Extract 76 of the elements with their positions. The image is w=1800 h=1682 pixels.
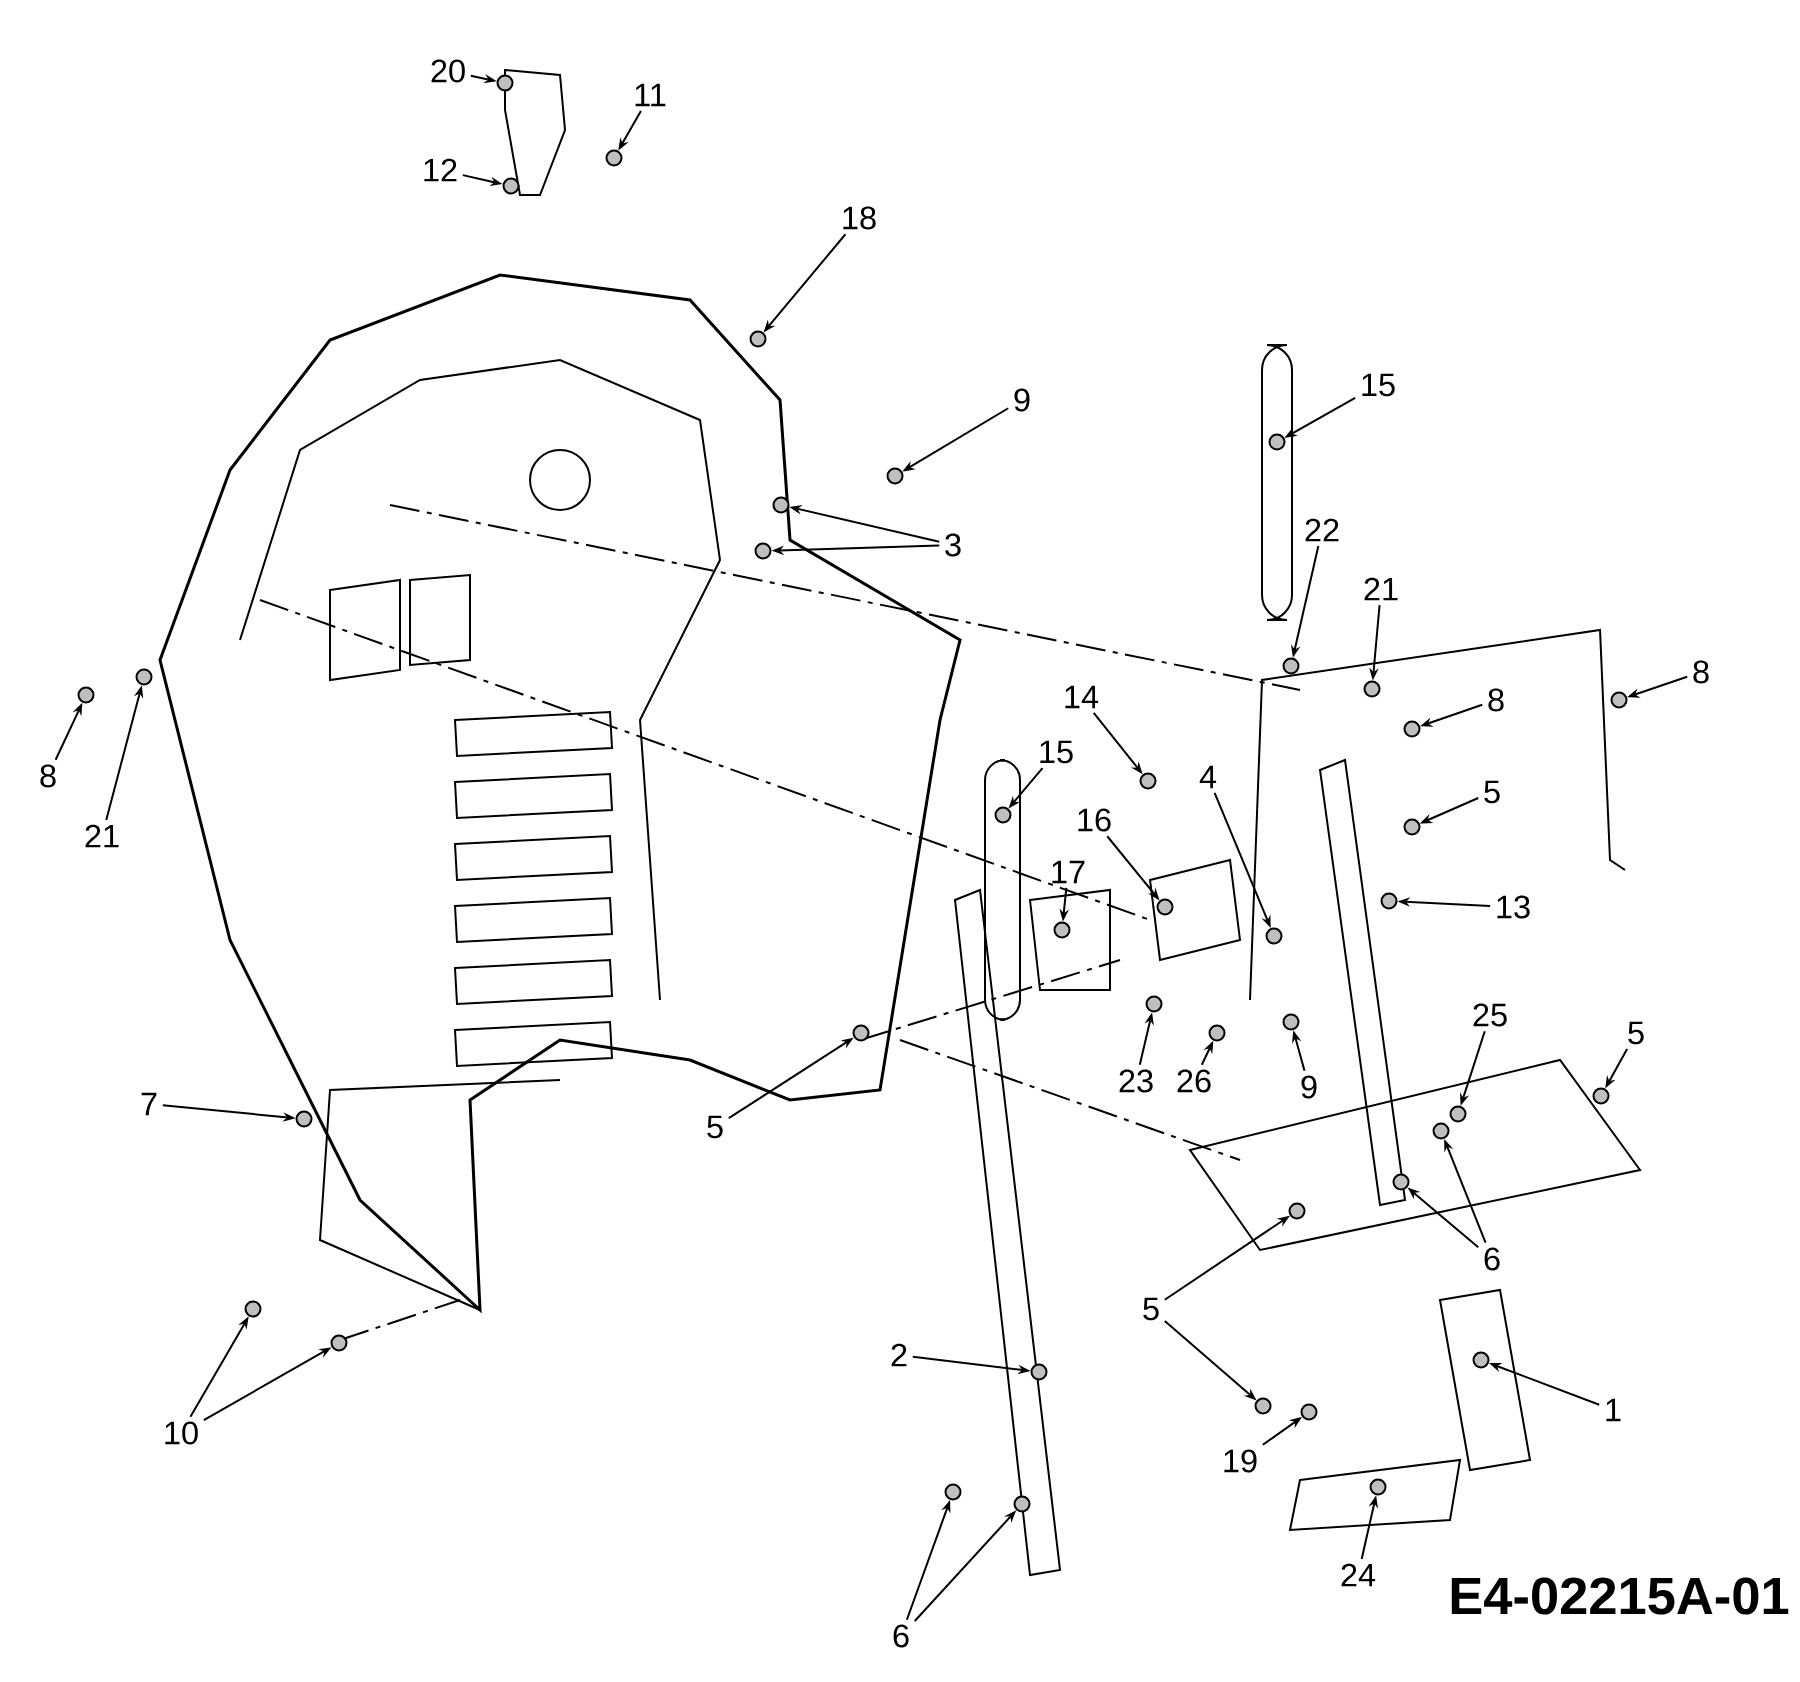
callout-number: 13 bbox=[1497, 895, 1530, 919]
fastener-symbol bbox=[1282, 1013, 1300, 1031]
fastener-symbol bbox=[244, 1300, 262, 1318]
fastener-symbol bbox=[1053, 921, 1071, 939]
fastener-symbol bbox=[1265, 927, 1283, 945]
callout-number: 21 bbox=[1364, 577, 1398, 601]
fastener-symbol bbox=[1145, 995, 1163, 1013]
fastener-symbol bbox=[605, 149, 623, 167]
callout-number: 8 bbox=[1488, 688, 1504, 712]
callout-number: 5 bbox=[707, 1115, 723, 1139]
fastener-symbol bbox=[1403, 818, 1421, 836]
callout-number: 6 bbox=[1484, 1247, 1500, 1271]
fastener-symbol bbox=[754, 542, 772, 560]
callout-number: 26 bbox=[1177, 1069, 1211, 1093]
fastener-symbol bbox=[852, 1024, 870, 1042]
fastener-symbol bbox=[1254, 1397, 1272, 1415]
callout-number: 9 bbox=[1301, 1075, 1317, 1099]
callout-number: 2 bbox=[891, 1343, 907, 1367]
callout-number: 16 bbox=[1078, 808, 1111, 832]
callout-number: 18 bbox=[843, 206, 876, 230]
callout-number: 23 bbox=[1119, 1069, 1153, 1093]
callout-number: 24 bbox=[1341, 1563, 1376, 1587]
callout-number: 15 bbox=[1362, 373, 1395, 397]
fastener-symbol bbox=[1288, 1202, 1306, 1220]
fastener-symbol bbox=[1300, 1403, 1318, 1421]
fastener-symbol bbox=[1610, 691, 1628, 709]
callout-number: 5 bbox=[1484, 780, 1500, 804]
callout-number: 1 bbox=[1606, 1398, 1621, 1422]
callout-number: 15 bbox=[1040, 740, 1073, 764]
fastener-symbol bbox=[1592, 1087, 1610, 1105]
callout-number: 5 bbox=[1143, 1297, 1159, 1321]
callout-number: 17 bbox=[1052, 860, 1085, 884]
callout-number: 5 bbox=[1628, 1021, 1644, 1045]
fastener-symbol bbox=[330, 1334, 348, 1352]
callout-number: 14 bbox=[1065, 685, 1099, 709]
fastener-symbol bbox=[1380, 892, 1398, 910]
fastener-symbol bbox=[772, 496, 790, 514]
fastener-symbol bbox=[1013, 1495, 1031, 1513]
callout-number: 21 bbox=[85, 824, 119, 848]
fastener-symbol bbox=[295, 1110, 313, 1128]
fastener-symbol bbox=[77, 686, 95, 704]
callout-number: 7 bbox=[141, 1092, 157, 1116]
fastener-symbol bbox=[1282, 657, 1300, 675]
fastener-symbol bbox=[1392, 1173, 1410, 1191]
fastener-symbol bbox=[994, 806, 1012, 824]
callout-number: 9 bbox=[1014, 388, 1030, 412]
drawing-number: E4-02215A-01 bbox=[1451, 1577, 1789, 1615]
fastener-symbol bbox=[1472, 1351, 1490, 1369]
fastener-symbol bbox=[1449, 1105, 1467, 1123]
callout-number: 11 bbox=[635, 83, 666, 107]
callout-number: 10 bbox=[165, 1421, 198, 1445]
fastener-symbol bbox=[944, 1483, 962, 1501]
fastener-symbol bbox=[135, 668, 153, 686]
fastener-symbol bbox=[1432, 1122, 1450, 1140]
fastener-symbol bbox=[1268, 433, 1286, 451]
callout-number: 19 bbox=[1224, 1449, 1257, 1473]
fastener-symbol bbox=[1156, 898, 1174, 916]
callout-number: 8 bbox=[40, 764, 56, 788]
fastener-symbol bbox=[886, 467, 904, 485]
callout-number: 4 bbox=[1199, 765, 1217, 789]
fastener-symbol bbox=[1208, 1024, 1226, 1042]
fastener-symbol bbox=[1403, 720, 1421, 738]
fastener-symbol bbox=[1363, 680, 1381, 698]
callout-number: 6 bbox=[893, 1624, 909, 1648]
callout-number: 20 bbox=[431, 59, 465, 83]
fastener-symbol bbox=[1369, 1478, 1387, 1496]
fastener-symbol bbox=[749, 330, 767, 348]
fastener-symbol bbox=[502, 177, 520, 195]
fastener-symbol bbox=[496, 74, 514, 92]
callout-number: 3 bbox=[945, 533, 961, 557]
callout-number: 25 bbox=[1473, 1003, 1507, 1027]
callout-number: 12 bbox=[424, 158, 457, 182]
fastener-symbol bbox=[1030, 1363, 1048, 1381]
callout-number: 8 bbox=[1693, 660, 1709, 684]
fastener-symbol bbox=[1139, 772, 1157, 790]
callout-number: 22 bbox=[1305, 518, 1339, 542]
